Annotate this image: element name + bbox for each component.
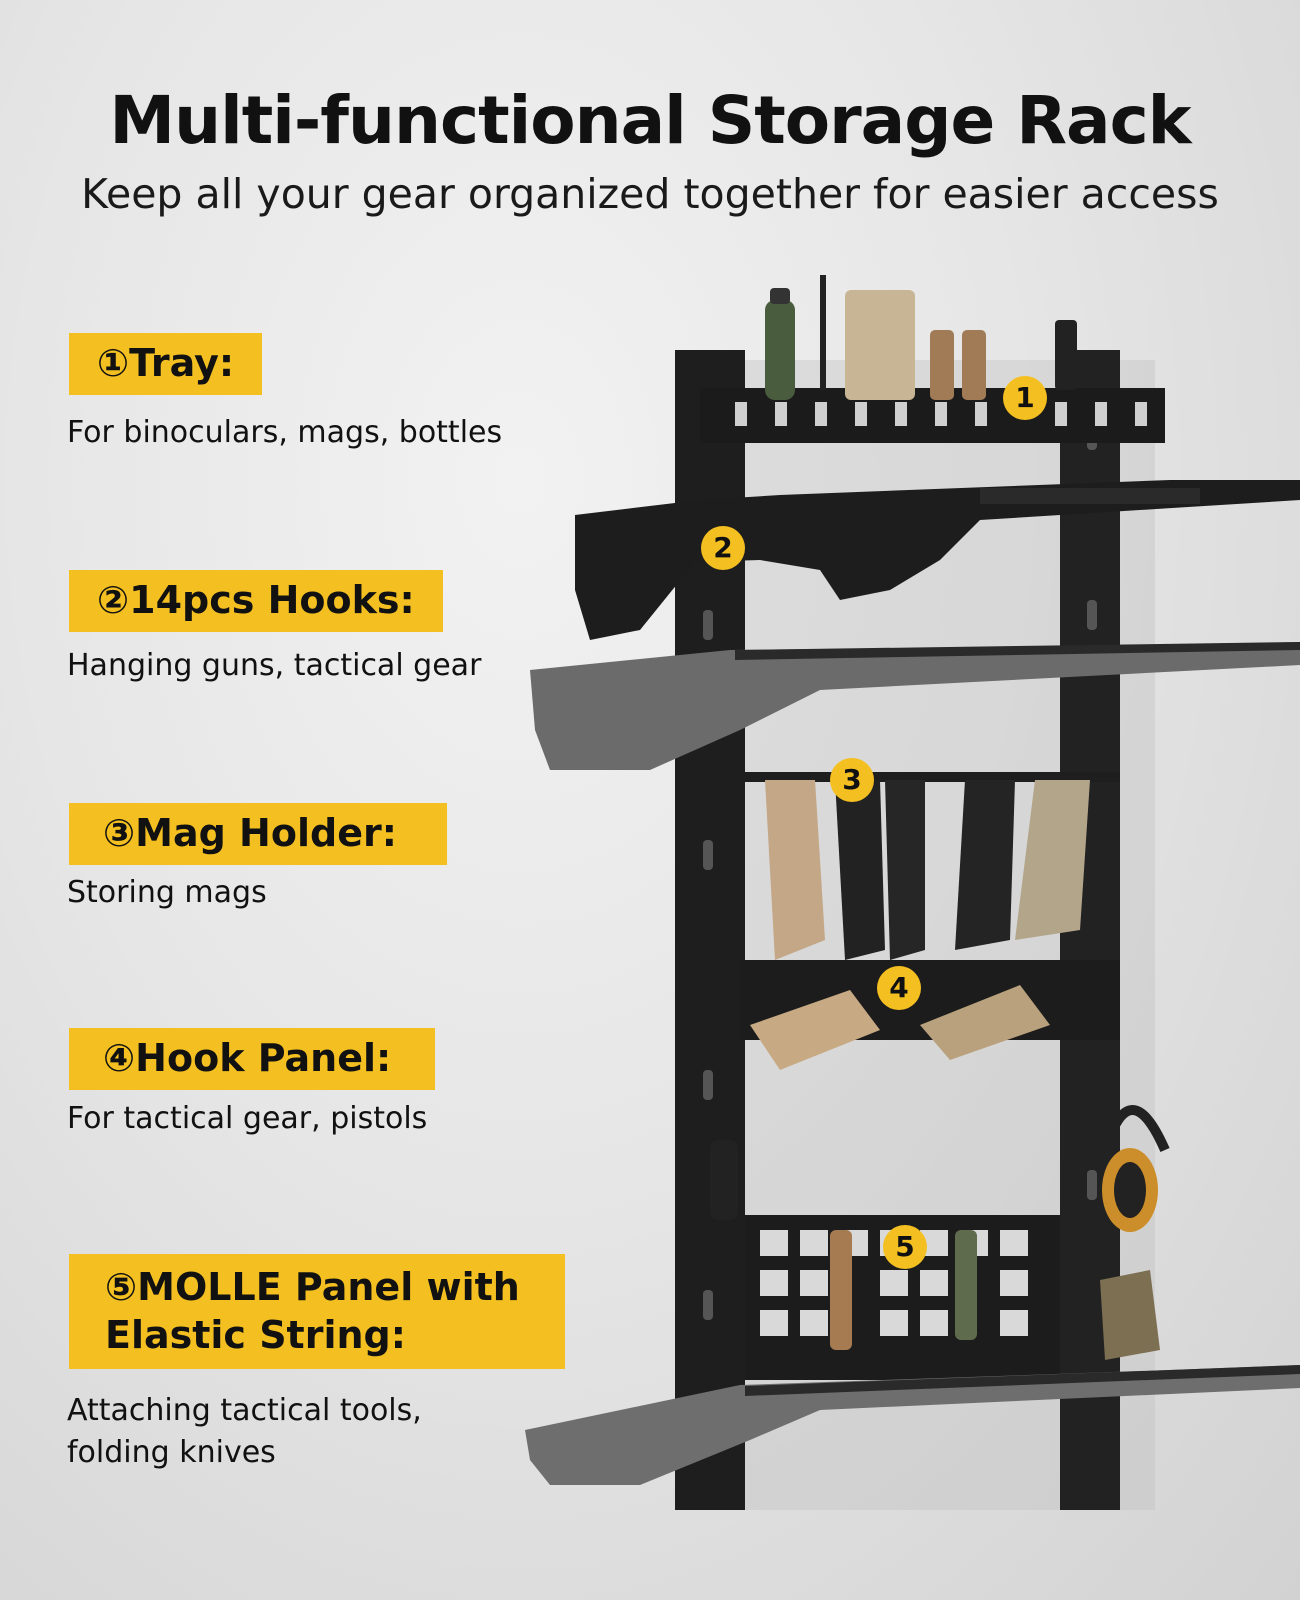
feature-desc-molle-line2: folding knives	[67, 1435, 276, 1470]
rifle-hunting-top	[530, 642, 1300, 770]
feature-label-molle-line2: Elastic String:	[105, 1312, 406, 1357]
page-title: Multi-functional Storage Rack	[109, 82, 1191, 159]
rifle-ar	[575, 480, 1300, 640]
rack-illustration: 1 2 3 4 5	[520, 270, 1300, 1600]
feature-desc-hooks: Hanging guns, tactical gear	[67, 648, 482, 683]
feature-label-molle-line1: ⑤MOLLE Panel with	[105, 1265, 520, 1309]
hook-panel	[740, 960, 1120, 1070]
gloves	[1100, 1270, 1160, 1360]
marker-4: 4	[877, 966, 921, 1010]
flashlight-side	[710, 1140, 738, 1220]
feature-label-molle-panel: ⑤MOLLE Panel with Elastic String:	[69, 1254, 565, 1369]
feature-desc-hook-panel: For tactical gear, pistols	[67, 1101, 428, 1136]
feature-desc-tray: For binoculars, mags, bottles	[67, 415, 503, 450]
rack-drawing	[525, 275, 1300, 1510]
magazines	[765, 780, 1090, 960]
marker-3: 3	[830, 758, 874, 802]
rifle-hunting-bottom	[525, 1365, 1300, 1485]
tray	[700, 275, 1165, 443]
feature-label-hooks: ②14pcs Hooks:	[69, 570, 443, 632]
feature-desc-mag-holder: Storing mags	[67, 875, 267, 910]
feature-label-hook-panel: ④Hook Panel:	[69, 1028, 435, 1090]
marker-2: 2	[701, 526, 745, 570]
feature-label-mag-holder: ③Mag Holder:	[69, 803, 447, 865]
mag-holder-bar	[740, 772, 1120, 782]
earmuffs	[1100, 1105, 1170, 1232]
marker-1: 1	[1003, 376, 1047, 420]
feature-label-tray: ①Tray:	[69, 333, 263, 395]
feature-desc-molle-panel: Attaching tactical tools, folding knives	[67, 1390, 422, 1474]
page-subtitle: Keep all your gear organized together fo…	[81, 170, 1219, 218]
feature-desc-molle-line1: Attaching tactical tools,	[67, 1393, 422, 1428]
marker-5: 5	[883, 1225, 927, 1269]
